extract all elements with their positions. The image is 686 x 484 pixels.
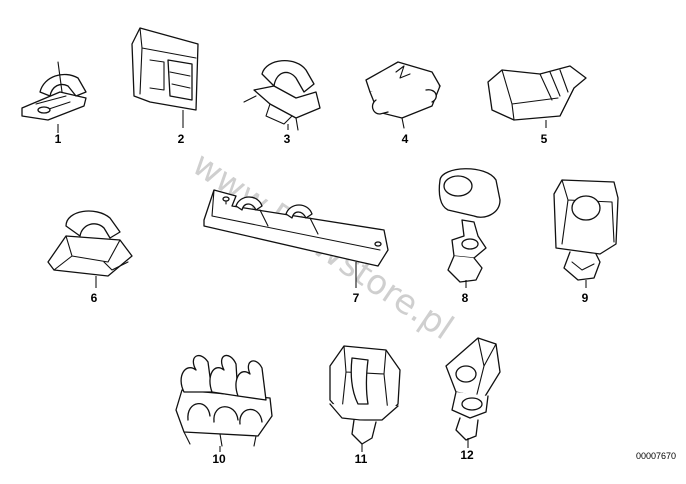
bracket-part-7 <box>203 189 389 288</box>
clip-part-8 <box>438 168 501 288</box>
clip-part-11 <box>329 345 401 452</box>
clip-part-10 <box>175 354 273 452</box>
label-part-11: 11 <box>355 452 368 466</box>
label-part-6: 6 <box>91 291 98 305</box>
catalog-code: 00007670 <box>636 451 676 461</box>
label-part-2: 2 <box>178 132 185 146</box>
clip-part-9 <box>553 179 619 288</box>
label-part-12: 12 <box>460 448 474 462</box>
clip-part-4 <box>365 61 441 129</box>
clip-part-6 <box>47 210 133 288</box>
label-part-7: 7 <box>353 291 360 305</box>
clip-part-12 <box>445 337 501 448</box>
label-part-8: 8 <box>462 291 469 305</box>
clip-part-1 <box>21 61 87 133</box>
clip-part-5 <box>487 65 587 128</box>
clip-part-2 <box>131 27 199 128</box>
label-part-9: 9 <box>582 291 589 305</box>
label-part-10: 10 <box>212 452 226 466</box>
clip-part-3 <box>243 60 321 131</box>
label-part-1: 1 <box>55 132 62 146</box>
label-part-3: 3 <box>284 132 291 146</box>
label-part-5: 5 <box>541 132 548 146</box>
label-part-4: 4 <box>402 132 409 146</box>
